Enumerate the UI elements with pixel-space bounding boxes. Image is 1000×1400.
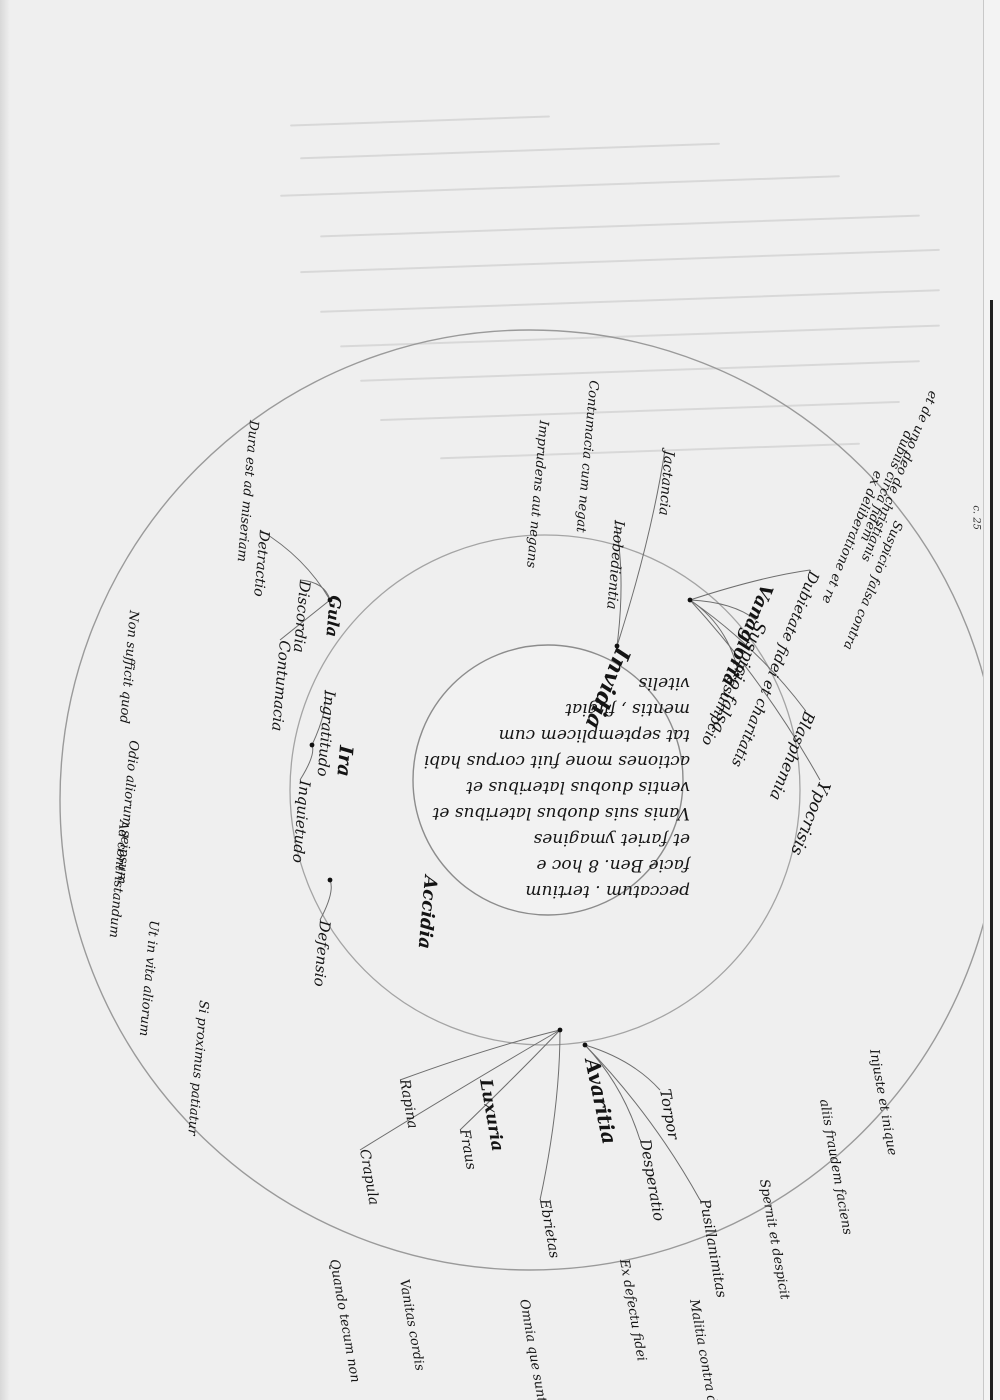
connector-line bbox=[689, 599, 757, 621]
center-line: actiones mone fuit corpus habi bbox=[423, 751, 690, 771]
branch-label: Pusillanimitas bbox=[696, 1197, 729, 1299]
hub-dot bbox=[687, 597, 693, 603]
hub-dot bbox=[327, 877, 333, 883]
connector-line bbox=[689, 599, 821, 781]
center-line: peccatum . tertium bbox=[525, 881, 690, 901]
branch-label: Crapula bbox=[356, 1148, 382, 1206]
branch-label: Ebrietas bbox=[536, 1197, 562, 1260]
gloss-label: Ex defectu fidei bbox=[616, 1257, 649, 1362]
center-line: mentis , fugiat bbox=[565, 699, 690, 719]
branch-label: Inobedientia bbox=[603, 519, 627, 610]
connector-line bbox=[689, 599, 736, 661]
gloss-label: Vanitas cordis bbox=[396, 1278, 427, 1372]
branch-label: Desperatio bbox=[636, 1137, 668, 1223]
gloss-label: Injuste et inique bbox=[866, 1047, 900, 1157]
branch-label: Torpor bbox=[656, 1088, 683, 1142]
gloss-label: Ut in vita aliorum bbox=[136, 920, 161, 1037]
connector-line bbox=[399, 1029, 561, 1081]
connector-line bbox=[584, 1044, 701, 1201]
center-line: vitelis bbox=[638, 673, 690, 693]
branch-label: Defensio bbox=[310, 919, 334, 988]
connector-line bbox=[614, 519, 622, 647]
gloss-label: Imprudens aut negans bbox=[523, 419, 551, 569]
gloss-label: Non sufficit quod bbox=[116, 609, 141, 725]
outer-circle bbox=[59, 329, 1000, 1271]
center-text: peccatum . tertium facie Ben. 8 hoc e et… bbox=[410, 670, 690, 904]
branch-label: Ypocrisis bbox=[786, 778, 834, 858]
branch-label: Jactancia bbox=[655, 447, 677, 517]
gutter-rule bbox=[990, 300, 993, 1400]
connector-line bbox=[459, 1029, 561, 1131]
branch-label: Contumacia bbox=[268, 640, 294, 732]
hub-dot bbox=[614, 643, 620, 649]
connector-line bbox=[689, 599, 806, 711]
gloss-label: Si proximus patiatur bbox=[184, 1000, 211, 1137]
connector-hubs bbox=[309, 597, 693, 1048]
connector-line bbox=[616, 449, 666, 647]
gloss-label: Spernit et despicit bbox=[756, 1178, 792, 1301]
connector-lines bbox=[259, 449, 821, 1201]
gloss-label: Quando tecum non bbox=[326, 1258, 362, 1384]
inner-circle bbox=[412, 644, 684, 916]
category-label-gula: Gula bbox=[322, 595, 345, 638]
center-line: Vanis suis duobus lateribus et bbox=[432, 803, 690, 823]
connector-line bbox=[259, 529, 331, 601]
edge-mark: c. 25 bbox=[971, 505, 982, 530]
branch-label: Rapina bbox=[396, 1077, 421, 1130]
connector-line bbox=[539, 1029, 561, 1201]
hub-dot bbox=[557, 1027, 563, 1033]
gloss-label: aliis fraudem faciens bbox=[816, 1098, 855, 1236]
connector-line bbox=[311, 689, 327, 746]
hub-dot bbox=[582, 1042, 588, 1048]
branch-label: Discordia bbox=[290, 579, 314, 654]
center-line: ventis duobus lateribus et bbox=[466, 777, 690, 797]
connector-line bbox=[584, 1044, 661, 1091]
page-gutter bbox=[983, 0, 1000, 1400]
branch-label: Fraus bbox=[456, 1127, 479, 1171]
hub-dot bbox=[309, 742, 315, 748]
connector-line bbox=[359, 1029, 561, 1151]
category-label-avaritia: Avaritia bbox=[580, 1054, 622, 1146]
connector-line bbox=[299, 744, 314, 781]
center-line: tat septemplicem cum bbox=[498, 725, 690, 745]
hub-dot bbox=[327, 597, 333, 603]
center-line: facie Ben. 8 hoc e bbox=[536, 855, 690, 875]
category-label-ira: Ira bbox=[332, 744, 357, 778]
gloss-label: Malitia contra deum bbox=[686, 1297, 724, 1400]
connector-line bbox=[279, 599, 331, 641]
connector-line bbox=[689, 569, 811, 601]
center-line: et fariet ymagines bbox=[533, 829, 691, 849]
branch-label: Inquietudo bbox=[289, 779, 314, 864]
gloss-label: Contumacia cum negat bbox=[573, 380, 601, 534]
gloss-label: Omnia que sunt bbox=[516, 1298, 549, 1400]
connector-line bbox=[299, 579, 331, 601]
page-left-shadow bbox=[0, 0, 10, 1400]
branch-label: Detractio bbox=[250, 529, 272, 598]
